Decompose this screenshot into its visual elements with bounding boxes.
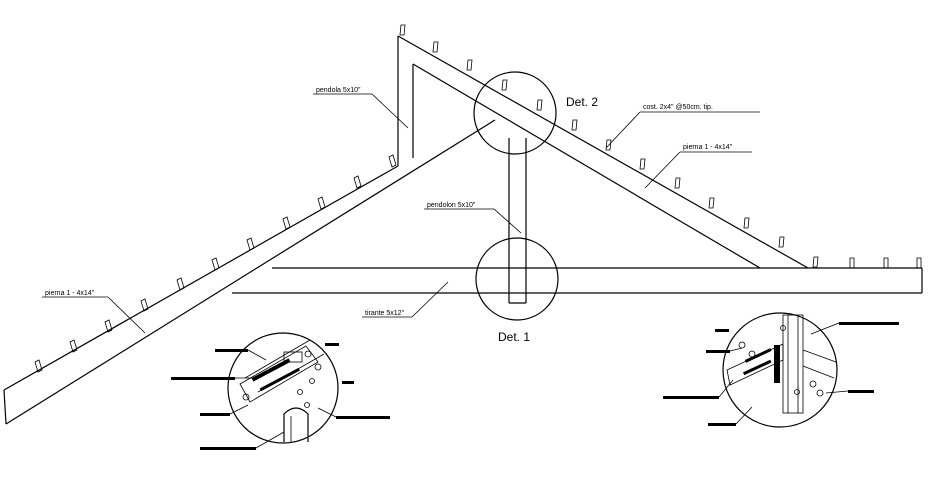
label-costaneras: cost. 2x4" @50cm. tip.	[605, 104, 760, 149]
det2-circle	[473, 71, 557, 155]
tirante-label: tirante 5x12"	[365, 310, 405, 317]
pendolon-label: pendolon 5x10"	[427, 202, 476, 209]
pendola-label: pendola 5x10"	[316, 87, 361, 94]
pendolon-post	[508, 138, 527, 304]
det1-circle	[475, 237, 559, 321]
label-pierna-right: pierna 1 - 4x14"	[644, 144, 752, 189]
label-tirante: tirante 5x12"	[362, 281, 449, 318]
label-pendola: pendola 5x10"	[313, 87, 409, 129]
pendola-post	[397, 36, 414, 166]
detail-2-enlarged	[663, 312, 899, 428]
det2-title: Det. 2	[566, 95, 598, 109]
tie-beam	[232, 267, 923, 294]
costaneras-label: cost. 2x4" @50cm. tip.	[643, 104, 713, 111]
label-pendolon: pendolon 5x10"	[424, 202, 522, 234]
left-rafter	[3, 119, 496, 425]
label-pierna-left: pierna 1 - 4x14"	[42, 290, 146, 334]
detail-1-enlarged	[171, 332, 390, 450]
right-rafter	[397, 35, 809, 269]
purlins-left	[34, 154, 397, 373]
pierna-right-label: pierna 1 - 4x14"	[683, 144, 733, 151]
det1-title: Det. 1	[498, 330, 530, 344]
pierna-left-label: pierna 1 - 4x14"	[45, 290, 95, 297]
purlins-right	[399, 24, 922, 269]
